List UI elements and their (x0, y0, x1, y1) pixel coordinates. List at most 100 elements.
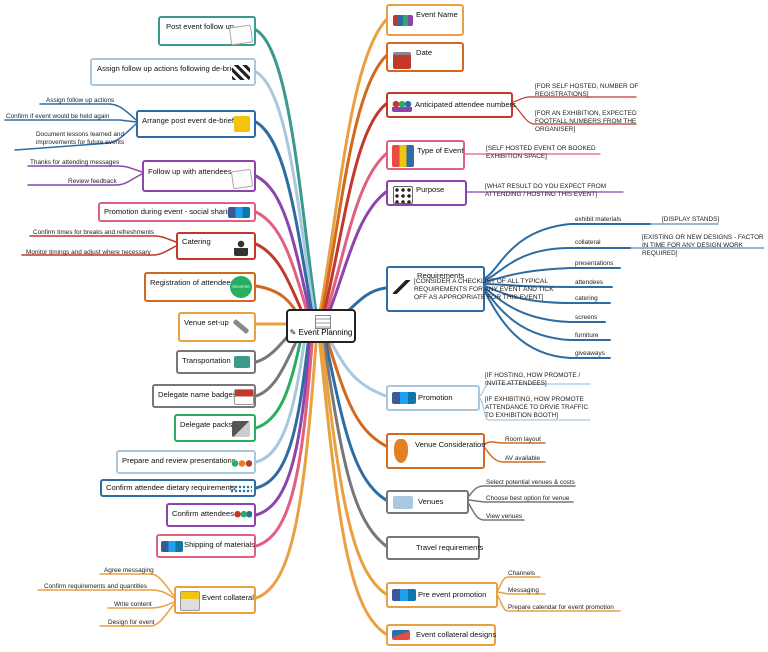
branch-collateral (254, 342, 318, 600)
node-travel[interactable]: Travel requirements (386, 536, 483, 560)
wrench-icon (232, 318, 250, 335)
memo-note-icon (230, 168, 254, 190)
node-attendee-numbers[interactable]: Anticipated attendee numbers (386, 92, 516, 118)
branch-transportation (254, 334, 290, 364)
branch-post-event (254, 28, 318, 314)
central-topic-label: ✎ Event Planning (289, 328, 353, 337)
debrief-document-lessons[interactable]: Document lessons learned and improvement… (35, 131, 125, 146)
register-badge-icon: REGISTER (230, 276, 252, 298)
node-venue-setup[interactable]: Venue set-up (178, 312, 256, 342)
req-collateral[interactable]: collateral (575, 239, 601, 246)
req-collateral-note: [EXISTING OR NEW DESIGNS - FACTOR IN TIM… (642, 234, 764, 257)
collateral-agree-messaging[interactable]: Agree messaging (104, 567, 154, 574)
node-presentations[interactable]: Prepare and review presentations (116, 450, 256, 474)
req-giveaways[interactable]: giveaways (575, 350, 605, 357)
venues-view[interactable]: View venues (486, 513, 523, 520)
node-type-of-event[interactable]: Type of Event (386, 140, 465, 170)
node-requirements[interactable]: Requirements (386, 266, 485, 312)
branch-promotion-during (254, 210, 310, 317)
collateral-write-content[interactable]: Write content (114, 601, 152, 608)
req-catering[interactable]: catering (575, 295, 598, 302)
venue-room-layout[interactable]: Room layout (505, 436, 541, 443)
node-delegate-packs[interactable]: Delegate packs (174, 414, 256, 442)
bus-icon (234, 356, 250, 368)
node-shipping-label: Shipping of materials (184, 540, 255, 549)
social-icons-icon (161, 541, 183, 552)
node-catering[interactable]: Catering (176, 232, 256, 260)
branch-packs (254, 341, 302, 430)
req-attendees[interactable]: attendees (575, 279, 604, 286)
branch-event-name (318, 18, 388, 314)
catering-confirm-times[interactable]: Confirm times for breaks and refreshment… (33, 229, 155, 236)
node-collateral-designs[interactable]: Event collateral designs (386, 624, 496, 646)
node-pre-event-promotion[interactable]: Pre event promotion (386, 582, 498, 608)
node-dietary-label: Confirm attendee dietary requirements (106, 483, 236, 492)
branch-shipping (254, 342, 314, 548)
clipboard-icon (315, 315, 331, 329)
node-promotion[interactable]: Promotion (386, 385, 480, 411)
branch-purpose (326, 190, 388, 317)
attendees-review-feedback[interactable]: Review feedback (68, 178, 117, 185)
people-icon (392, 99, 412, 112)
node-confirm-attendees[interactable]: Confirm attendees (166, 503, 256, 527)
promotion-note-hosting: [IF HOSTING, HOW PROMOTE / INVITE ATTEND… (485, 372, 581, 387)
node-registration-label: Registration of attendees (150, 278, 235, 287)
node-venue-consideration[interactable]: Venue Consideration (386, 433, 486, 469)
social-icons-icon (392, 392, 416, 404)
central-topic[interactable]: ✎ Event Planning (286, 309, 356, 343)
node-pre-event-promotion-label: Pre event promotion (418, 590, 487, 599)
memo-note-icon (228, 24, 254, 46)
req-furniture[interactable]: furniture (575, 332, 599, 339)
people-icon (234, 509, 252, 522)
node-name-badges[interactable]: Delegate name badges (152, 384, 256, 408)
venue-av-available[interactable]: AV available (505, 455, 541, 462)
node-venues-label: Venues (418, 497, 444, 506)
node-promotion-during[interactable]: Promotion during event - social sharing (98, 202, 256, 222)
pre-event-calendar[interactable]: Prepare calendar for event promotion (508, 604, 614, 611)
node-date[interactable]: Date (386, 42, 464, 72)
node-venues[interactable]: Venues (386, 490, 469, 514)
pre-event-channels[interactable]: Channels (508, 570, 536, 577)
node-assign-followup[interactable]: Assign follow up actions following de-br… (90, 58, 256, 86)
map-pin-icon (393, 496, 413, 509)
node-follow-up-attendees[interactable]: Follow up with attendees (142, 160, 256, 192)
collateral-design-for-event[interactable]: Design for event (108, 619, 155, 626)
chart-dots-icon (230, 485, 252, 493)
boxes-icon (232, 421, 250, 437)
node-dietary[interactable]: Confirm attendee dietary requirements (100, 479, 256, 497)
name-tag-icon (393, 15, 413, 26)
node-event-collateral[interactable]: Event collateral (174, 586, 256, 614)
branch-follow-up-attendees (254, 174, 312, 316)
req-exhibit-materials[interactable]: exhibit materials (575, 216, 622, 223)
node-delegate-packs-label: Delegate packs (180, 420, 233, 429)
catering-monitor-timings[interactable]: Monitor timings and adjust where necessa… (26, 249, 151, 256)
node-registration[interactable]: Registration of attendees REGISTER (144, 272, 256, 302)
event-types-icon (392, 145, 414, 167)
debrief-assign-actions[interactable]: Assign follow up actions (46, 97, 115, 104)
node-arrange-debrief-label: Arrange post event de-brief (142, 116, 235, 125)
traffic-dots-icon (232, 460, 252, 467)
node-purpose[interactable]: Purpose (386, 180, 467, 206)
pre-event-messaging[interactable]: Messaging (508, 587, 539, 594)
node-transportation-label: Transportation (182, 356, 231, 365)
node-attendee-numbers-label: Anticipated attendee numbers (415, 100, 516, 109)
branch-venues (324, 341, 388, 502)
venues-select[interactable]: Select potential venues & costs (486, 479, 575, 486)
brochure-icon (180, 591, 200, 611)
venues-choose[interactable]: Choose best option for venue (486, 495, 570, 502)
debrief-confirm-again[interactable]: Confirm if event would be held again (6, 113, 110, 120)
node-purpose-label: Purpose (416, 185, 445, 194)
node-event-name[interactable]: Event Name (386, 4, 464, 36)
pen-icon (392, 630, 410, 640)
node-confirm-attendees-label: Confirm attendees (172, 509, 235, 518)
requirements-note: [CONSIDER A CHECKLIST OF ALL TYPICAL REQ… (414, 278, 554, 302)
node-post-event[interactable]: Post event follow up (158, 16, 256, 46)
node-arrange-debrief[interactable]: Arrange post event de-brief (136, 110, 256, 138)
attendees-thanks[interactable]: Thanks for attending messages (30, 159, 120, 166)
collateral-confirm-requirements[interactable]: Confirm requirements and quantities (44, 583, 148, 590)
node-shipping[interactable]: Shipping of materials (156, 534, 256, 558)
node-transportation[interactable]: Transportation (176, 350, 256, 374)
type-of-event-note: [SELF HOSTED EVENT OR BOOKED EXHIBITION … (486, 145, 596, 160)
req-screens[interactable]: screens (575, 314, 598, 321)
req-presentations[interactable]: presentations (575, 260, 614, 267)
